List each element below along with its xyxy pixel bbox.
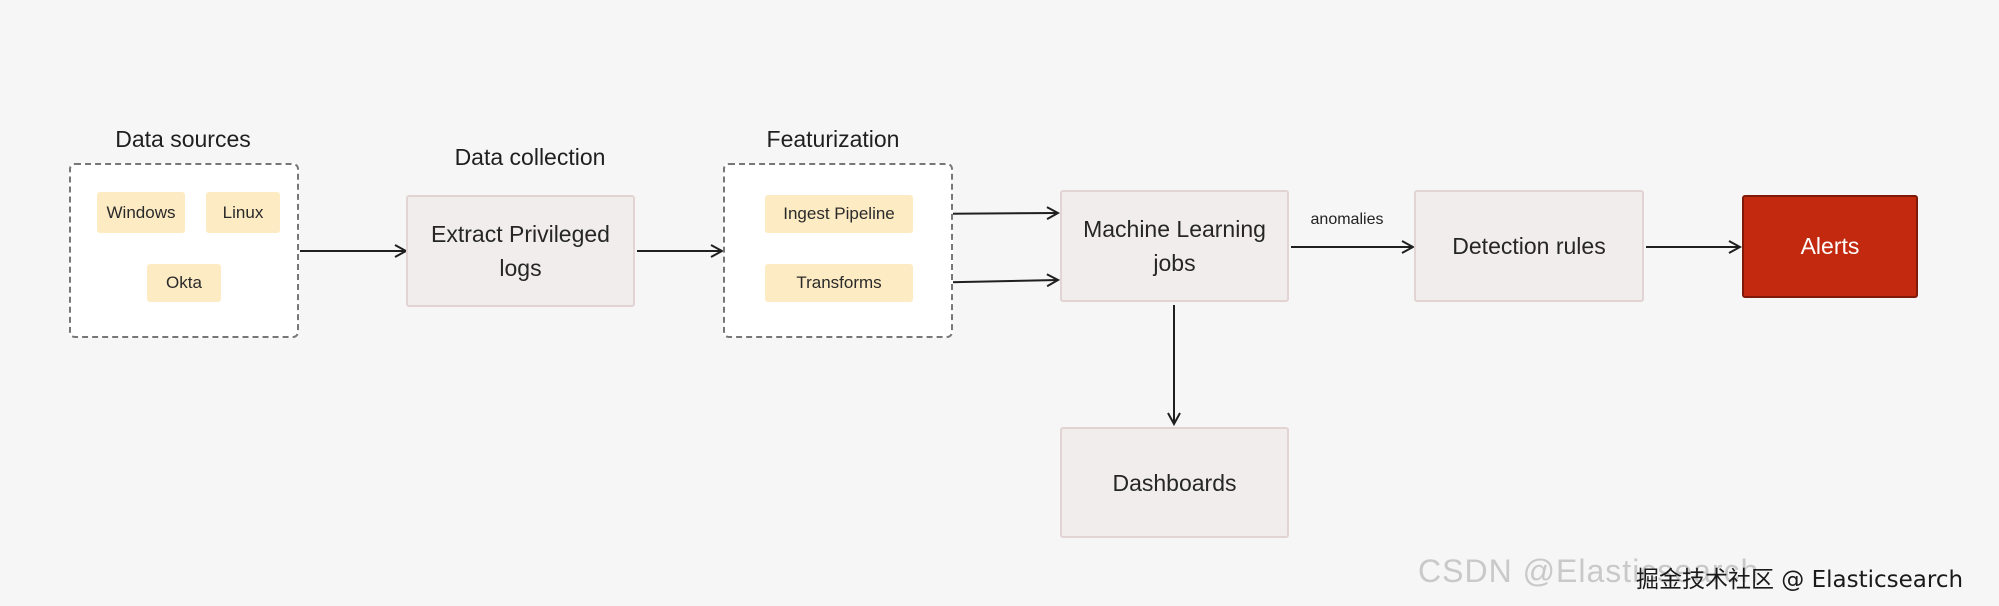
juejin-watermark: 掘金技术社区 @ Elasticsearch	[1636, 567, 1964, 593]
extract-privileged-logs-box: Extract Privileged logs	[406, 195, 635, 307]
machine-learning-jobs-box: Machine Learning jobs	[1060, 190, 1289, 302]
alerts-box: Alerts	[1742, 195, 1918, 298]
transforms-chip: Transforms	[765, 264, 913, 302]
featurization-label: Featurization	[766, 126, 900, 152]
featurization-group	[723, 163, 953, 338]
data-collection-label: Data collection	[454, 144, 606, 170]
source-chip-okta: Okta	[147, 264, 221, 302]
csdn-watermark: CSDN @Elasticsearch	[1418, 553, 1760, 589]
data-sources-label: Data sources	[115, 126, 251, 152]
ingest-pipeline-chip: Ingest Pipeline	[765, 195, 913, 233]
data-sources-group	[69, 163, 299, 338]
anomalies-edge-label: anomalies	[1310, 211, 1384, 228]
dashboards-box: Dashboards	[1060, 427, 1289, 538]
detection-rules-box: Detection rules	[1414, 190, 1644, 302]
source-chip-windows: Windows	[97, 192, 185, 233]
source-chip-linux: Linux	[206, 192, 280, 233]
